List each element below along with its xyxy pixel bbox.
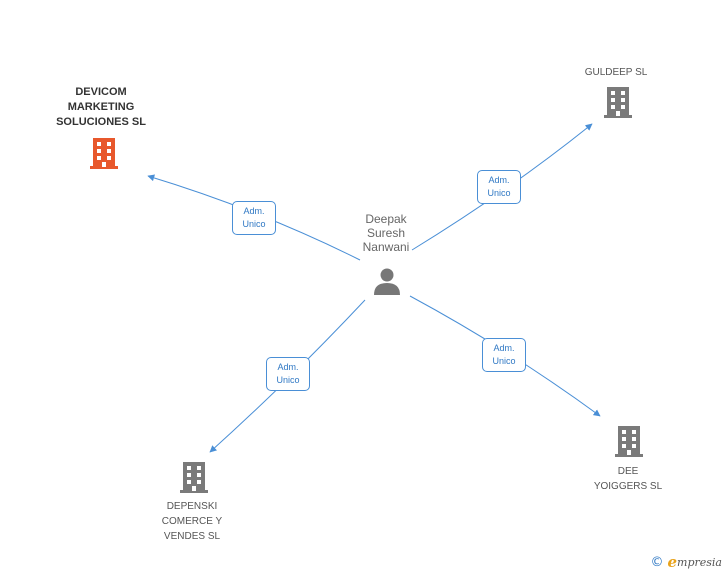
company-dee-name[interactable]: DEE YOIGGERS SL [593, 466, 663, 492]
building-icon[interactable] [178, 460, 210, 494]
building-icon[interactable] [613, 424, 645, 458]
relation-badge-guldeep[interactable]: Adm. Unico [477, 170, 521, 204]
brand-logo-text: mpresia [677, 555, 722, 569]
person-name[interactable]: Deepak Suresh Nanwani [362, 212, 410, 254]
relation-badge-devicom[interactable]: Adm. Unico [232, 201, 276, 235]
relation-badge-dee[interactable]: Adm. Unico [482, 338, 526, 372]
building-icon[interactable] [602, 85, 634, 119]
copyright-symbol: © [650, 554, 664, 570]
company-depenski-name[interactable]: DEPENSKI COMERCE Y VENDES SL [161, 501, 223, 542]
building-icon[interactable] [88, 136, 120, 170]
relation-badge-depenski[interactable]: Adm. Unico [266, 357, 310, 391]
company-devicom-name[interactable]: DEVICOM MARKETING SOLUCIONES SL [56, 86, 146, 128]
brand-logo-initial: e [667, 553, 678, 571]
company-guldeep-name[interactable]: GULDEEP SL [584, 67, 648, 78]
person-icon[interactable] [372, 266, 402, 296]
footer-brand: © e mpresia [650, 553, 722, 571]
